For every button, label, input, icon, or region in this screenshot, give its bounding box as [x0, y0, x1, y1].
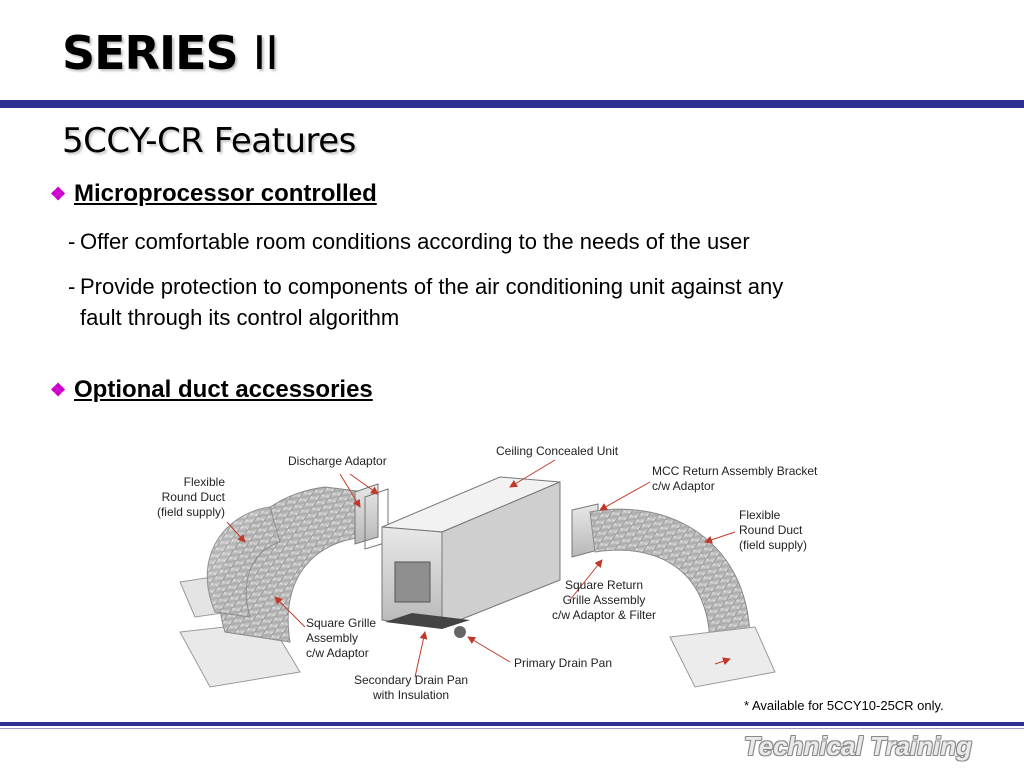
label-discharge-adaptor: Discharge Adaptor	[288, 454, 387, 468]
slide-title: SERIES II	[62, 30, 279, 76]
unit-side	[441, 481, 561, 628]
label-square-grille: Square Grille Assembly c/w Adaptor	[306, 616, 377, 660]
sub-point: -Offer comfortable room conditions accor…	[68, 229, 750, 254]
label-ceiling-unit: Ceiling Concealed Unit	[496, 444, 619, 458]
label-square-return: Square Return Grille Assembly c/w Adapto…	[552, 578, 657, 622]
bullet-heading: Microprocessor controlled	[74, 180, 377, 207]
bottom-divider-thin	[0, 728, 1024, 729]
sub-point-continuation: fault through its control algorithm	[80, 305, 400, 330]
bullet-microprocessor: ❖ Microprocessor controlled	[50, 180, 377, 208]
top-divider	[0, 100, 1024, 108]
duct-accessories-figure: Discharge Adaptor Ceiling Concealed Unit…	[150, 432, 834, 714]
title-numeral: II	[252, 26, 279, 80]
square-return-grille	[669, 626, 776, 688]
duct-illustration	[179, 459, 776, 688]
left-flex-duct-rear	[206, 506, 281, 618]
brand-logo: Technical Training	[743, 731, 972, 761]
label-flex-duct-right: Flexible Round Duct (field supply)	[739, 508, 808, 552]
discharge-adaptor	[354, 483, 379, 545]
bullet-heading: Optional duct accessories	[74, 376, 373, 403]
footnote: * Available for 5CCY10-25CR only.	[744, 698, 944, 713]
sub-point: -Provide protection to components of the…	[68, 274, 784, 299]
slide-subtitle: 5CCY-CR Features	[62, 121, 356, 161]
label-flex-duct-left: Flexible Round Duct (field supply)	[156, 475, 225, 519]
bottom-divider	[0, 722, 1024, 726]
drain-pan	[385, 613, 470, 629]
diamond-bullet-icon: ❖	[50, 183, 67, 204]
label-primary-drain: Primary Drain Pan	[514, 656, 613, 670]
diamond-bullet-icon: ❖	[50, 379, 67, 400]
title-main: SERIES	[62, 26, 239, 80]
label-mcc-bracket: MCC Return Assembly Bracket c/w Adaptor	[652, 464, 818, 493]
unit-control-box	[394, 561, 431, 603]
sub-point-text: Provide protection to components of the …	[80, 274, 784, 299]
label-secondary-drain: Secondary Drain Pan with Insulation	[354, 673, 469, 702]
sub-point-text: Offer comfortable room conditions accord…	[80, 229, 750, 254]
bullet-duct-accessories: ❖ Optional duct accessories	[50, 376, 373, 404]
